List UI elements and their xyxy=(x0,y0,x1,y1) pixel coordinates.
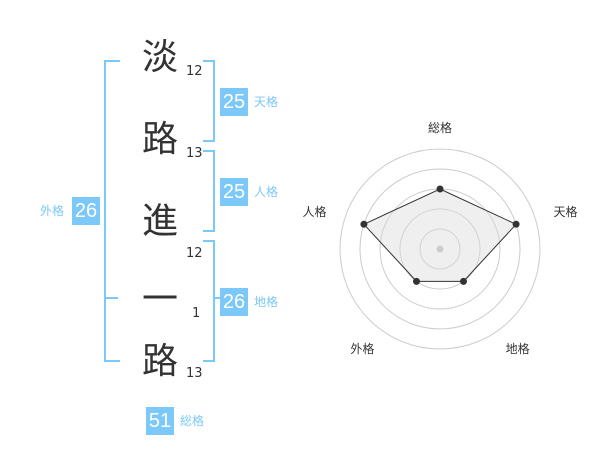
radar-axis-label: 天格 xyxy=(553,205,578,220)
gaikaku-bracket xyxy=(104,60,120,362)
radar-axis-label: 地格 xyxy=(505,341,530,356)
jinkaku-label: 人格 xyxy=(254,185,279,199)
stroke-count: 13 xyxy=(186,146,203,161)
radar-point xyxy=(436,185,444,193)
radar-ring xyxy=(419,228,461,270)
tenkaku-value: 25 xyxy=(220,88,248,116)
bracket-tick xyxy=(106,297,118,299)
jinkaku-value: 25 xyxy=(220,178,248,206)
radar-area xyxy=(363,188,517,282)
name-char: 路 xyxy=(141,119,178,160)
name-char: 進 xyxy=(141,201,178,242)
chikaku-value: 26 xyxy=(220,288,248,316)
jinkaku-bracket xyxy=(203,150,215,232)
radar-axis-label: 外格 xyxy=(350,341,375,356)
stroke-count: 13 xyxy=(186,366,203,381)
radar-ring xyxy=(399,208,481,290)
radar-ring xyxy=(359,168,521,330)
radar-point xyxy=(460,277,468,285)
bracket-tick xyxy=(213,297,221,299)
stroke-count: 12 xyxy=(186,246,203,261)
radar-center xyxy=(436,245,444,253)
stroke-count: 1 xyxy=(192,306,201,321)
radar-point xyxy=(512,220,520,228)
gaikaku-value: 26 xyxy=(72,197,100,225)
radar-axis-label: 総格 xyxy=(427,121,452,135)
soukaku-label: 総格 xyxy=(180,414,205,428)
chikaku-bracket xyxy=(203,240,215,362)
tenkaku-bracket xyxy=(203,60,215,142)
radar-point xyxy=(360,220,368,228)
name-char: 一 xyxy=(141,279,178,320)
gaikaku-label: 外格 xyxy=(40,204,65,218)
soukaku-value: 51 xyxy=(146,407,174,435)
name-char: 淡 xyxy=(141,37,178,78)
name-char: 路 xyxy=(141,341,178,382)
radar-axis-label: 人格 xyxy=(302,205,327,220)
chikaku-label: 地格 xyxy=(254,295,279,309)
radar-point xyxy=(412,277,420,285)
radar-ring xyxy=(339,148,541,350)
tenkaku-label: 天格 xyxy=(254,95,279,109)
stroke-count: 12 xyxy=(186,64,203,79)
